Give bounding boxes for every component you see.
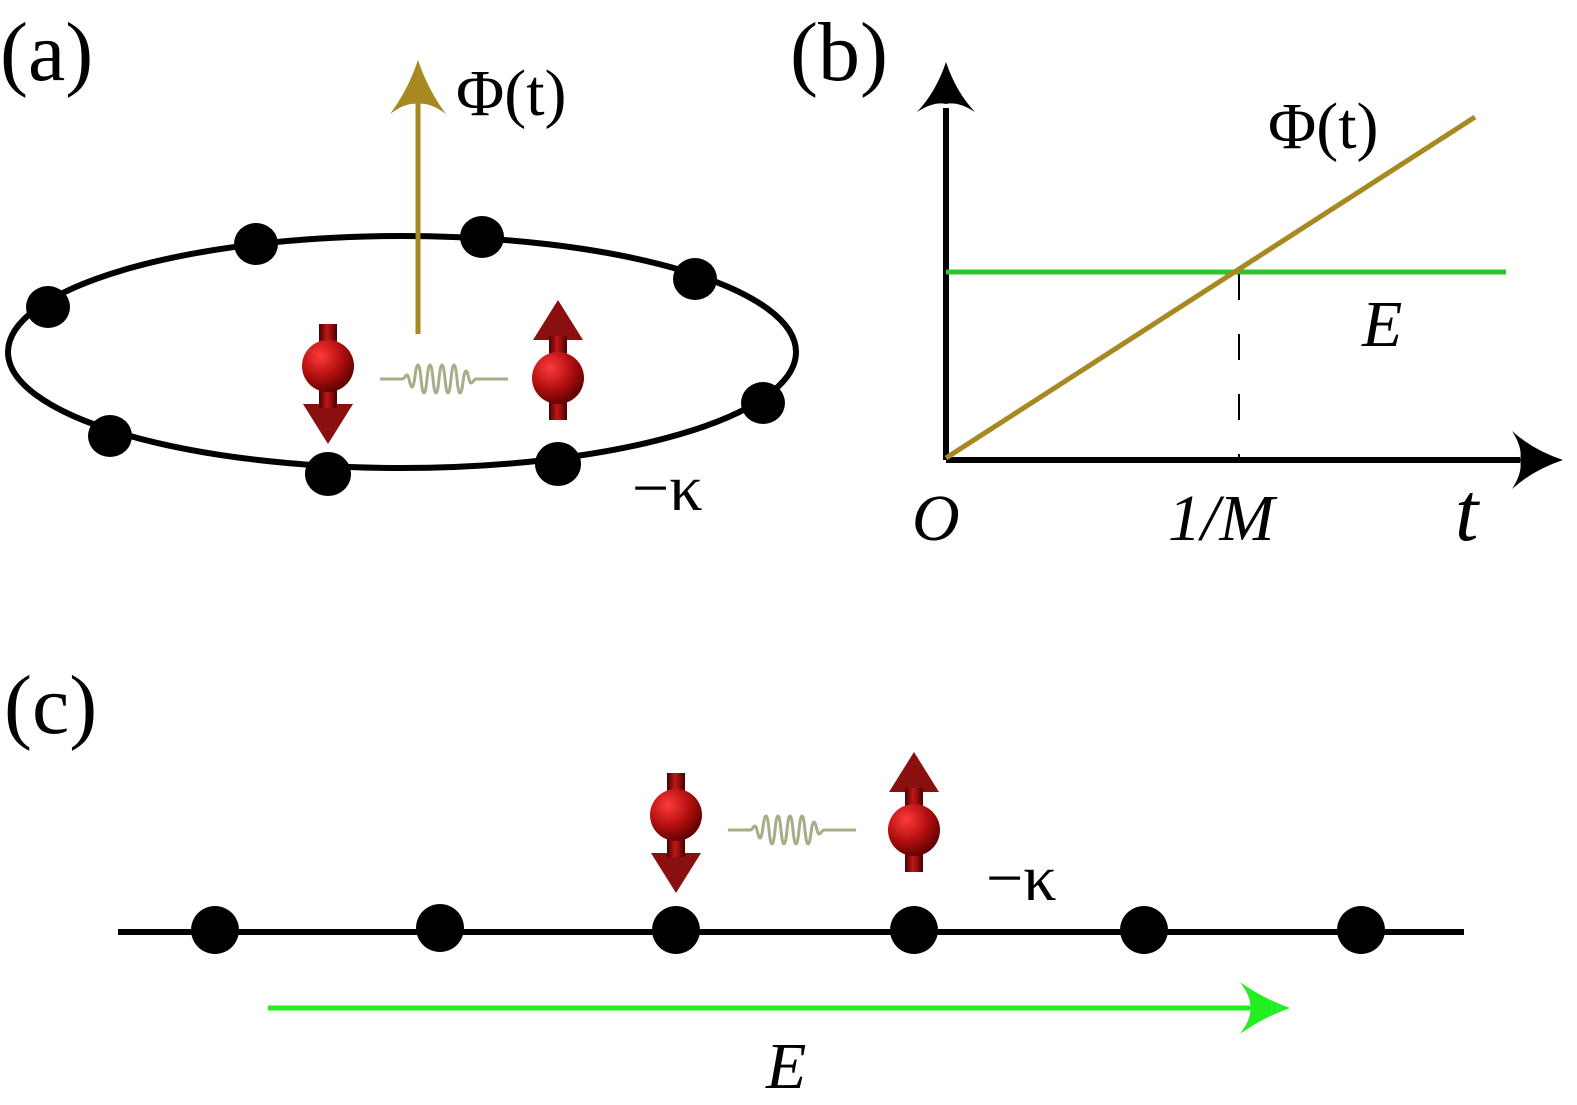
- chain-site: [652, 906, 700, 954]
- coupling-label-a: −κ: [632, 452, 702, 525]
- chain-site: [1120, 906, 1168, 954]
- flux-arrow: [390, 60, 446, 334]
- interaction-spring-icon: [726, 814, 858, 846]
- chain-site: [1337, 906, 1385, 954]
- phi-curve-label: Φ(t): [1268, 90, 1379, 163]
- coupling-label-c: −κ: [986, 842, 1056, 915]
- axes: [917, 62, 1563, 489]
- panel-a-label: (a): [0, 6, 93, 99]
- interaction-spring-icon: [378, 363, 510, 395]
- panel-c: (c) −κ E: [4, 659, 1464, 1103]
- ring-site: [460, 216, 504, 258]
- panel-b-label: (b): [790, 6, 888, 99]
- spin-down-icon: [650, 773, 702, 893]
- tick-label-1-over-m: 1/M: [1168, 482, 1278, 555]
- chain-site: [191, 906, 239, 954]
- panel-b: (b) Φ(t) E O 1/M t: [790, 6, 1563, 559]
- ring-site: [305, 452, 351, 496]
- spin-up-icon: [888, 752, 940, 872]
- x-axis-arrowhead: [1512, 431, 1563, 489]
- ring-site: [673, 258, 717, 300]
- spin-up-icon: [532, 300, 584, 420]
- ring-site: [234, 223, 278, 265]
- t-axis-label: t: [1455, 466, 1481, 559]
- ring-lattice: [5, 233, 799, 471]
- spin-down-icon: [302, 324, 354, 444]
- ring-site: [88, 415, 132, 457]
- chain-site: [416, 904, 464, 952]
- electric-field-arrow: [268, 982, 1290, 1034]
- ring-sites: [26, 216, 785, 496]
- panel-c-label: (c): [4, 659, 97, 752]
- ring-site: [26, 286, 70, 328]
- chain-site: [890, 906, 938, 954]
- panel-a: (a) Φ(t) −κ: [0, 6, 799, 525]
- ring-site: [741, 382, 785, 424]
- field-label: E: [765, 1030, 806, 1103]
- y-axis-arrowhead: [917, 62, 975, 112]
- ring-site: [535, 442, 581, 486]
- e-curve-label: E: [1361, 288, 1402, 361]
- flux-label: Φ(t): [456, 57, 567, 130]
- chain-sites: [191, 904, 1385, 954]
- phi-line: [944, 114, 1477, 461]
- origin-label: O: [912, 482, 960, 555]
